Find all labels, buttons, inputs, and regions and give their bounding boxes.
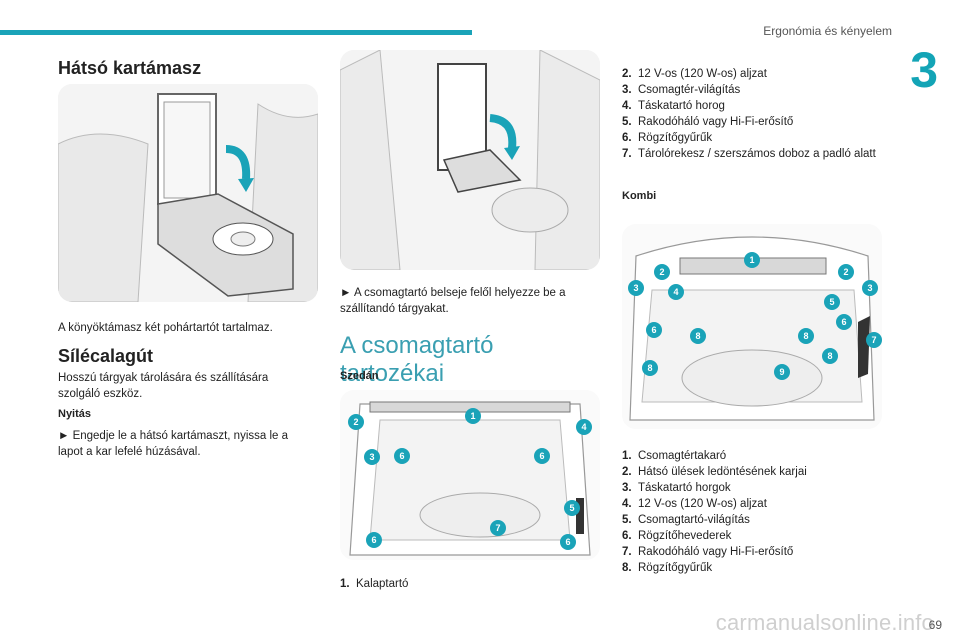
kombi-callout: 6	[841, 317, 846, 327]
sedan-callout: 6	[539, 451, 544, 461]
section-title: Ergonómia és kényelem	[763, 24, 892, 38]
sedan-callout: 4	[581, 422, 586, 432]
list-item: 2.Hátsó ülések ledöntésének karjai	[622, 466, 807, 478]
rear-armrest-title: Hátsó kartámasz	[58, 58, 202, 78]
boot-accessories-title: A csomagtartó tartozékai	[340, 332, 494, 387]
sedan-callout: 3	[369, 452, 374, 462]
list-item: 6.Rögzítőhevederek	[622, 530, 732, 542]
list-item: 3.Táskatartó horgok	[622, 482, 731, 494]
list-item: 7.Tárolórekesz / szerszámos doboz a padl…	[622, 148, 876, 160]
kombi-callout: 2	[843, 267, 848, 277]
kombi-callout: 8	[827, 351, 832, 361]
list-item: 5.Csomagtartó-világítás	[622, 514, 750, 526]
list-item: 2.12 V-os (120 W-os) aljzat	[622, 68, 767, 80]
watermark: carmanualsonline.info	[715, 610, 934, 635]
kombi-accessory-list: 1.Csomagtértakaró 2.Hátsó ülések ledönté…	[622, 448, 882, 576]
list-item: 6.Rögzítőgyűrűk	[622, 132, 713, 144]
kombi-callout: 3	[633, 283, 638, 293]
list-item: 3.Csomagtér-világítás	[622, 84, 741, 96]
sedan-callout: 7	[495, 523, 500, 533]
armrest-caption: A könyöktámasz két pohártartót tartalmaz…	[58, 322, 273, 334]
sedan-callout: 2	[353, 417, 358, 427]
top-accent-bar	[0, 30, 472, 35]
sedan-accessory-list-continued: 2.12 V-os (120 W-os) aljzat 3.Csomagtér-…	[622, 66, 882, 162]
sedan-callout: 6	[371, 535, 376, 545]
kombi-callout: 6	[651, 325, 656, 335]
ski-tunnel-instruction: ► A csomagtartó belseje felől helyezze b…	[340, 287, 566, 315]
kombi-callout: 2	[659, 267, 664, 277]
kombi-label: Kombi	[622, 190, 657, 202]
kombi-callout: 3	[867, 283, 872, 293]
list-item: 1.Kalaptartó	[340, 578, 409, 590]
list-item: 8.Rögzítőgyűrűk	[622, 562, 713, 574]
sedan-callout: 6	[565, 537, 570, 547]
sedan-callout: 5	[569, 503, 574, 513]
opening-instruction: ► Engedje le a hátsó kartámaszt, nyissa …	[58, 430, 288, 458]
sedan-callout: 6	[399, 451, 404, 461]
kombi-callout: 4	[673, 287, 678, 297]
kombi-callout: 7	[871, 335, 876, 345]
list-item: 7.Rakodóháló vagy Hi-Fi-erősítő	[622, 546, 794, 558]
kombi-callout: 1	[749, 255, 754, 265]
sedan-callout: 1	[470, 411, 475, 421]
kombi-boot-figure: 1 2 2 3 3 4 5 6 6 7 8 8 8 8 9	[622, 224, 882, 429]
kombi-callout: 9	[779, 367, 784, 377]
ski-tunnel-description: Hosszú tárgyak tárolására és szállításár…	[58, 372, 269, 400]
list-item: 4.12 V-os (120 W-os) aljzat	[622, 498, 767, 510]
sedan-label: Szedán	[340, 370, 379, 382]
page-number: 69	[928, 618, 942, 632]
kombi-callout: 8	[695, 331, 700, 341]
armrest-figure	[58, 84, 318, 302]
list-item: 1.Csomagtértakaró	[622, 450, 727, 462]
kombi-callout: 5	[829, 297, 834, 307]
opening-label: Nyitás	[58, 408, 92, 420]
list-item: 5.Rakodóháló vagy Hi-Fi-erősítő	[622, 116, 794, 128]
kombi-callout: 8	[647, 363, 652, 373]
sedan-accessory-list-start: 1.Kalaptartó	[340, 576, 590, 592]
kombi-callout: 8	[803, 331, 808, 341]
ski-tunnel-title: Sílécalagút	[58, 346, 154, 366]
ski-tunnel-figure	[340, 50, 600, 270]
chapter-number: 3	[910, 42, 938, 98]
sedan-boot-figure: 1 2 3 4 5 6 6 6 6 7	[340, 390, 600, 560]
list-item: 4.Táskatartó horog	[622, 100, 725, 112]
